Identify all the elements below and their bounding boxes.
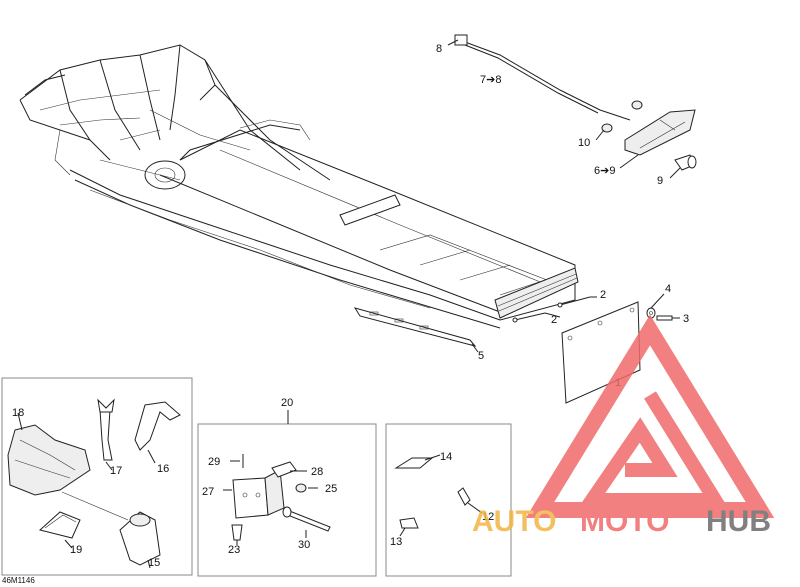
- callout-5: 5: [478, 350, 484, 362]
- callout-2b: 2: [551, 314, 557, 326]
- callout-29: 29: [208, 456, 220, 468]
- callout-28: 28: [311, 466, 323, 478]
- callout-labels: 1 2 2 3 4 5 6➔9 7➔8 8 9 10 12 13 14 15 1…: [2, 43, 689, 585]
- rivet-set: [512, 296, 597, 323]
- callout-19: 19: [70, 544, 82, 556]
- callout-14: 14: [440, 451, 452, 463]
- brand-moto: MOTO: [580, 505, 669, 538]
- callout-10: 10: [578, 137, 590, 149]
- callout-4: 4: [665, 283, 671, 295]
- callout-2a: 2: [600, 289, 606, 301]
- callout-7: 7➔8: [480, 74, 501, 86]
- running-board-trim: [353, 307, 479, 353]
- callout-3: 3: [683, 313, 689, 325]
- tail-light-assembly: [447, 34, 697, 179]
- snowmobile-frame: [19, 44, 579, 329]
- callout-20: 20: [281, 397, 293, 409]
- callout-9: 9: [657, 175, 663, 187]
- callout-25: 25: [325, 483, 337, 495]
- callout-8: 8: [436, 43, 442, 55]
- callout-16: 16: [157, 463, 169, 475]
- decals-box: [385, 423, 512, 577]
- callout-17: 17: [110, 465, 122, 477]
- brand-auto: AUTO: [472, 505, 556, 538]
- callout-23: 23: [228, 544, 240, 556]
- triangle-logo-icon: [525, 314, 775, 518]
- callout-18: 18: [12, 407, 24, 419]
- callout-30: 30: [298, 539, 310, 551]
- callout-15: 15: [148, 557, 160, 569]
- bracket-kit-box: [197, 410, 377, 577]
- callout-6: 6➔9: [594, 165, 615, 177]
- callout-13: 13: [390, 536, 402, 548]
- washer-and-bolt: [646, 293, 680, 321]
- drawing-code: 46M1146: [2, 576, 35, 585]
- tools-box: [1, 377, 193, 576]
- brand-hub: HUB: [706, 505, 771, 538]
- automotohub-watermark: AUTO MOTO HUB: [472, 314, 775, 538]
- callout-12: 12: [482, 511, 494, 523]
- callout-27: 27: [202, 486, 214, 498]
